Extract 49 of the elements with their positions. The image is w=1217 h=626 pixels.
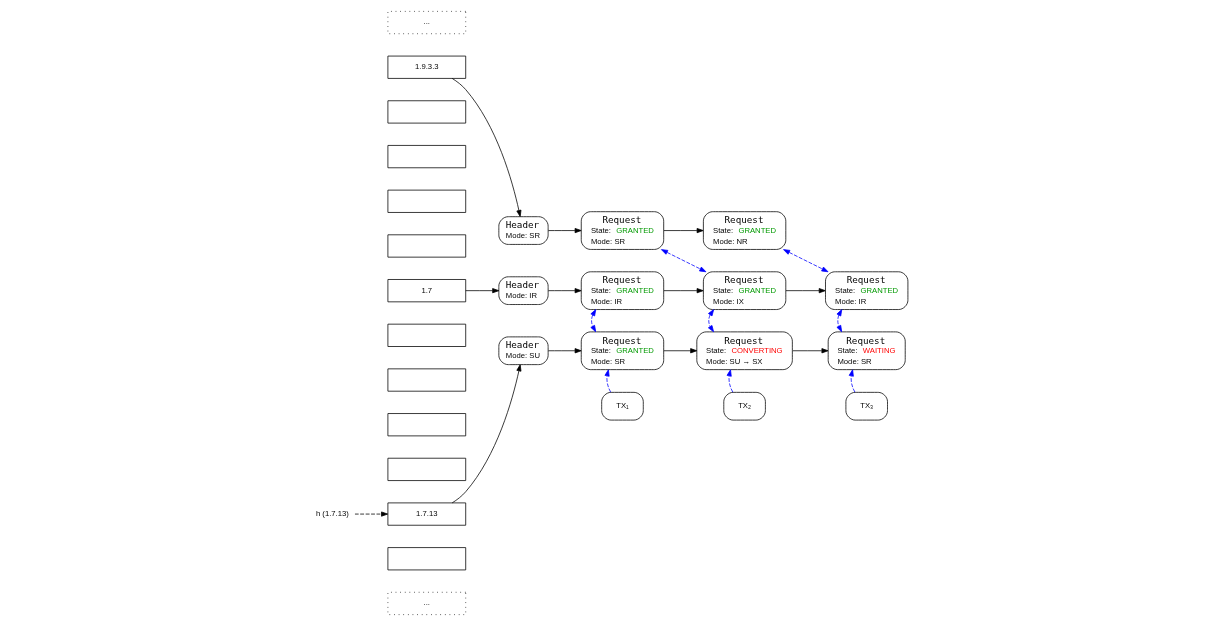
arrow [782,249,828,273]
arrow [726,369,733,393]
arrow [354,511,388,517]
node-box: ... [387,591,466,615]
arrow [662,348,697,354]
node-box [387,189,466,213]
arrow [604,369,611,393]
node-box: Request State: GRANTED Mode: SR [580,331,664,370]
node-box: 1.9.3.3 [387,55,466,79]
arrow [662,228,704,234]
node-box [387,100,466,124]
node-box: ... [387,11,466,35]
node-box: TX₂ [722,391,766,421]
arrow [451,78,521,217]
node-box: Request State: GRANTED Mode: SR [580,211,664,250]
arrow [784,288,826,294]
node-box: 1.7 [387,279,466,303]
node-box [387,413,466,437]
node-box [387,323,466,347]
arrow [547,348,582,354]
arrow [662,288,704,294]
node-text: h (1.7.13) [315,509,349,518]
node-box [387,234,466,258]
node-box: Request State: GRANTED Mode: NR [702,211,786,250]
arrow [848,369,855,393]
node-box: TX₁ [600,391,644,421]
node-box [387,457,466,481]
arrow [707,309,714,333]
node-box: TX₃ [845,391,888,421]
node-box: Request State: GRANTED Mode: IX [702,271,786,310]
node-box: Request State: GRANTED Mode: IR [580,271,664,310]
arrow [451,364,521,504]
node-box: 1.7.13 [387,502,466,526]
node-box: Header Mode: SR [497,216,549,245]
node-box: Request State: WAITING Mode: SR [827,331,906,370]
arrow [660,249,706,273]
node-box [387,547,466,571]
node-box: Request State: GRANTED Mode: IR [824,271,908,310]
node-box [387,368,466,392]
arrow [547,288,582,294]
node-box: Header Mode: IR [497,276,549,305]
node-box [387,145,466,169]
arrow [791,348,828,354]
arrow [464,288,499,294]
node-box: Request State: CONVERTING Mode: SU → SX [695,331,793,370]
arrow [589,309,596,333]
arrow [836,309,842,333]
arrow [547,228,582,234]
node-box: Header Mode: SU [497,336,549,365]
